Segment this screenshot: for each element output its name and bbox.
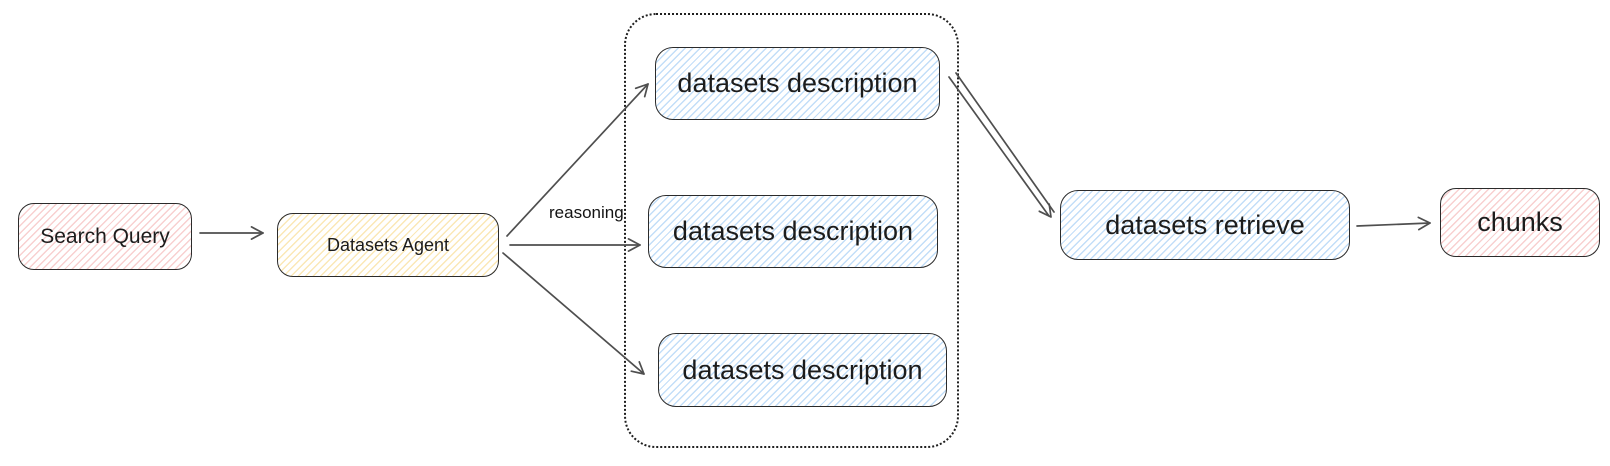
node-datasets-description-3-label: datasets description xyxy=(682,354,923,385)
node-datasets-retrieve-label: datasets retrieve xyxy=(1105,209,1305,240)
arrow-search-query-to-datasets-agent xyxy=(199,226,264,240)
node-datasets-agent: Datasets Agent xyxy=(277,213,499,277)
node-datasets-description-2-label: datasets description xyxy=(672,216,914,246)
node-chunks: chunks xyxy=(1440,188,1600,257)
node-search-query: Search Query xyxy=(18,203,192,270)
node-chunks-label: chunks xyxy=(1477,207,1563,237)
node-datasets-description-1: datasets description xyxy=(655,47,940,120)
arrow-description-1-to-datasets-retrieve xyxy=(948,72,1055,218)
node-datasets-description-2: datasets description xyxy=(648,195,938,268)
node-datasets-description-1-label: datasets description xyxy=(677,68,918,98)
node-datasets-retrieve: datasets retrieve xyxy=(1060,190,1350,260)
arrow-datasets-agent-to-description-3 xyxy=(502,252,645,375)
arrow-datasets-retrieve-to-chunks xyxy=(1356,216,1431,231)
node-datasets-description-3: datasets description xyxy=(658,333,947,407)
arrow-datasets-agent-to-description-2 xyxy=(509,238,641,252)
node-datasets-agent-label: Datasets Agent xyxy=(326,234,450,255)
node-search-query-label: Search Query xyxy=(40,224,170,248)
edge-label-reasoning: reasoning xyxy=(549,203,624,222)
